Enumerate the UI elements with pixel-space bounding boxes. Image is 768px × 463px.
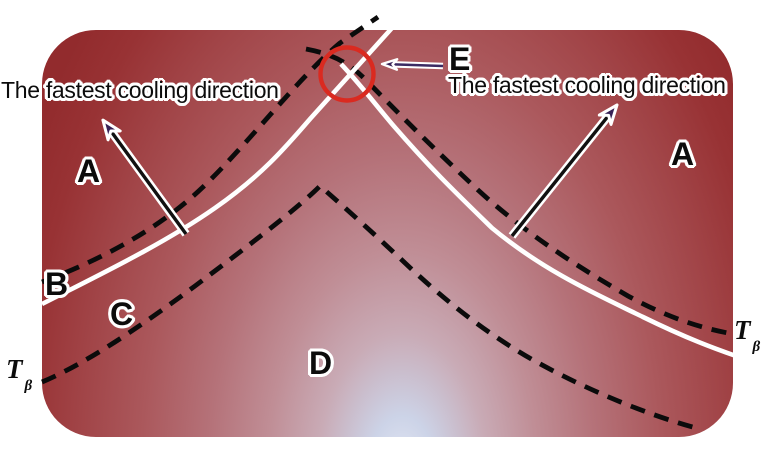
t-beta-base: T bbox=[734, 315, 751, 345]
dashed-boundary-right bbox=[305, 46, 734, 337]
e-pointer-arrow-icon bbox=[380, 58, 444, 71]
region-label-c: C bbox=[110, 296, 134, 332]
arrow-shaft bbox=[109, 129, 188, 236]
t-beta-label-right: Tβ bbox=[734, 315, 760, 355]
solid-boundary-left bbox=[40, 26, 394, 307]
highlight-circle bbox=[318, 45, 376, 103]
cooling-direction-label-left: The fastest cooling direction bbox=[1, 77, 279, 103]
gradient-panel bbox=[42, 30, 733, 437]
solid-boundary-right bbox=[339, 62, 737, 359]
dashed-boundary-left bbox=[41, 15, 380, 285]
arrow-head bbox=[101, 118, 122, 142]
t-beta-label-left: Tβ bbox=[6, 354, 32, 394]
region-label-a-left: A bbox=[77, 153, 101, 189]
cooling-direction-label-right: The fastest cooling direction bbox=[448, 72, 726, 98]
cooling-arrow-left-icon bbox=[101, 118, 190, 237]
arrow-shaft bbox=[510, 113, 611, 238]
region-label-b: B bbox=[45, 266, 69, 302]
t-beta-base: T bbox=[6, 354, 23, 384]
arrow-head bbox=[380, 58, 399, 71]
region-label-d: D bbox=[309, 345, 333, 381]
arrow-shaft bbox=[393, 63, 444, 68]
cooling-arrow-right-icon bbox=[508, 103, 619, 239]
arrow-head bbox=[597, 103, 619, 126]
region-label-a-right: A bbox=[671, 136, 695, 172]
t-beta-subscript: β bbox=[24, 378, 33, 394]
t-beta-subscript: β bbox=[752, 339, 761, 355]
region-label-e: E bbox=[449, 41, 471, 77]
dashed-boundary-inner bbox=[41, 182, 697, 431]
